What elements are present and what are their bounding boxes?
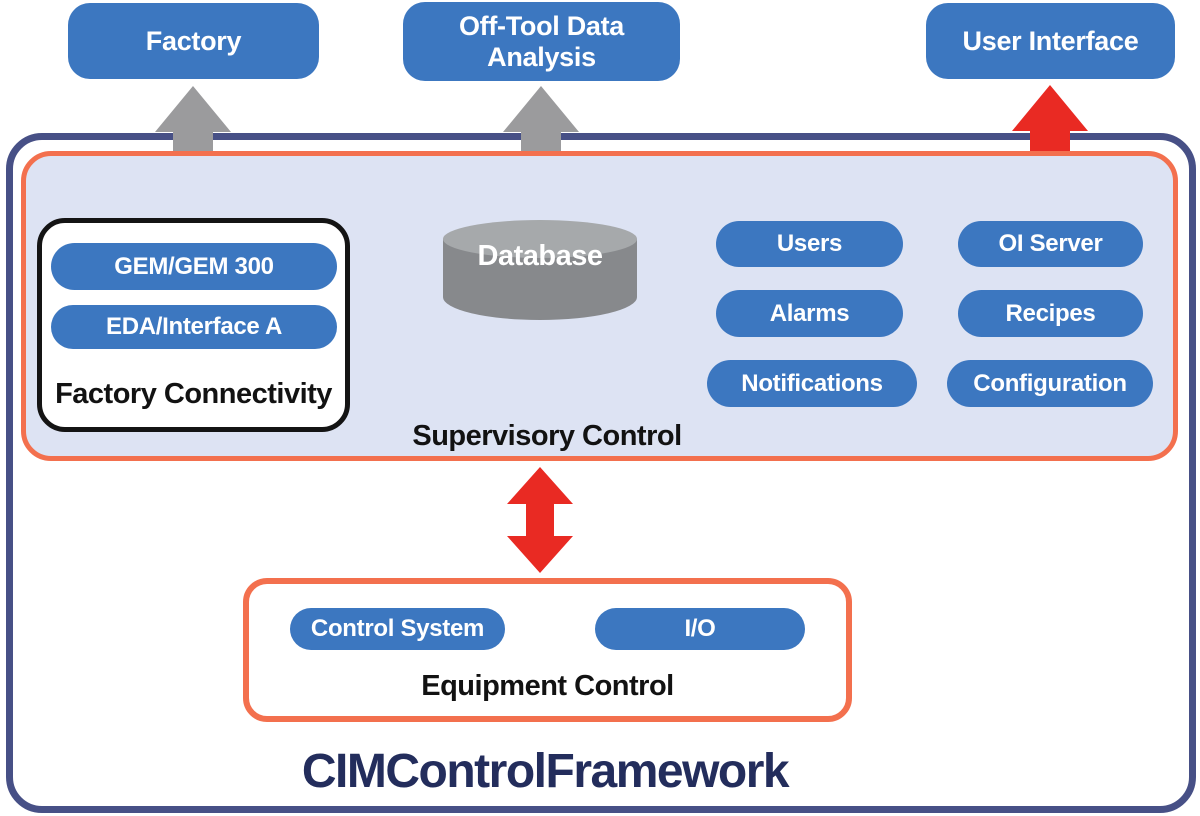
- database-label: Database: [477, 240, 603, 272]
- factory-connectivity-box: GEM/GEM 300 EDA/Interface A Factory Conn…: [37, 218, 350, 432]
- pill-recipes-label: Recipes: [1005, 299, 1096, 327]
- factory-connectivity-label: Factory Connectivity: [55, 378, 332, 410]
- pill-oi-server: OI Server: [958, 221, 1143, 267]
- equipment-control-box: Control System I/O Equipment Control: [243, 578, 852, 722]
- pill-users-label: Users: [776, 230, 843, 257]
- pill-notifications-label: Notifications: [741, 369, 883, 397]
- node-factory: Factory: [68, 3, 319, 79]
- framework-outer-frame: [6, 133, 1196, 813]
- pill-control-system: Control System: [290, 608, 505, 650]
- database-cylinder-icon: [443, 220, 637, 320]
- node-off-tool-label: Off-Tool Data Analysis: [458, 11, 625, 72]
- pill-users: Users: [716, 221, 903, 267]
- pill-io-label: I/O: [684, 615, 716, 642]
- pill-io: I/O: [595, 608, 805, 650]
- framework-title: CIMControlFramework: [301, 745, 790, 798]
- pill-gem-gem300-label: GEM/GEM 300: [114, 252, 274, 280]
- pill-alarms-label: Alarms: [769, 299, 850, 327]
- node-user-interface: User Interface: [926, 3, 1175, 79]
- pill-control-system-label: Control System: [310, 615, 485, 642]
- supervisory-control-label: Supervisory Control: [412, 420, 682, 452]
- pill-notifications: Notifications: [707, 360, 917, 407]
- pill-oi-server-label: OI Server: [998, 230, 1103, 257]
- pill-eda-interface-a-label: EDA/Interface A: [106, 313, 282, 340]
- pill-recipes: Recipes: [958, 290, 1143, 337]
- supervisory-equipment-bidirectional-arrow-icon: [507, 467, 573, 573]
- node-user-interface-label: User Interface: [962, 25, 1139, 56]
- pill-configuration-label: Configuration: [973, 369, 1127, 397]
- pill-gem-gem300: GEM/GEM 300: [51, 243, 337, 290]
- pill-alarms: Alarms: [716, 290, 903, 337]
- node-factory-label: Factory: [145, 25, 242, 56]
- node-off-tool-data-analysis: Off-Tool Data Analysis: [403, 2, 680, 81]
- pill-configuration: Configuration: [947, 360, 1153, 407]
- equipment-control-label: Equipment Control: [421, 670, 674, 702]
- pill-eda-interface-a: EDA/Interface A: [51, 305, 337, 349]
